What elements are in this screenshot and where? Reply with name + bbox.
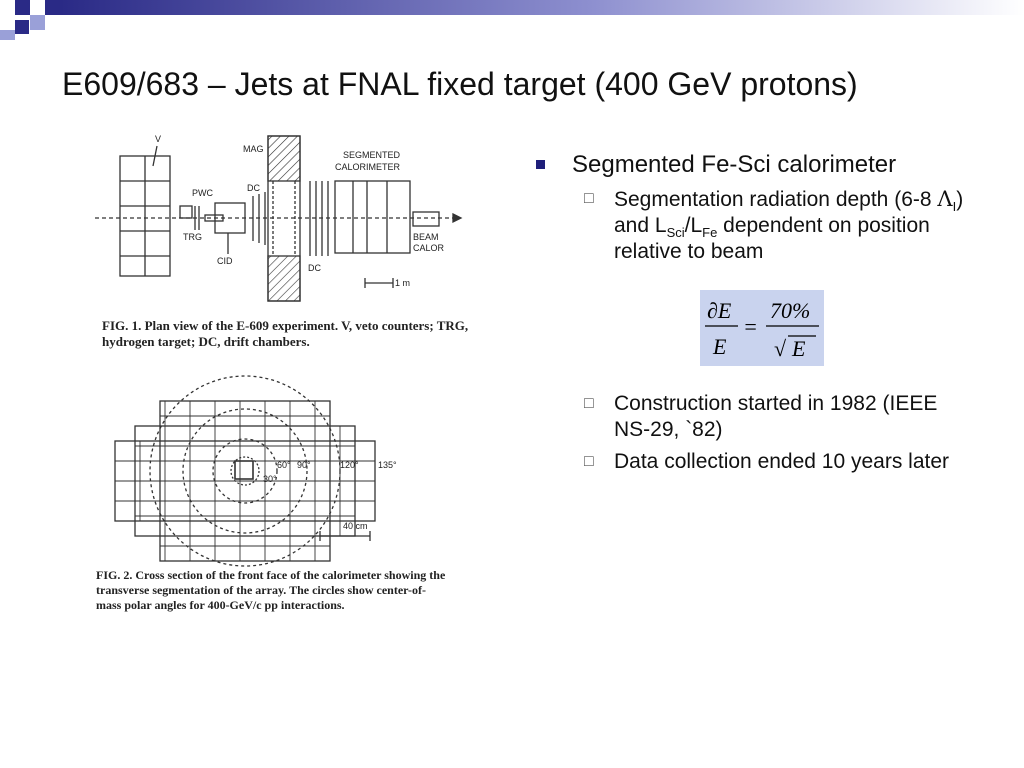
corner-square bbox=[15, 0, 30, 15]
fig1-label-segmented: SEGMENTED bbox=[343, 150, 401, 160]
corner-square bbox=[0, 30, 15, 40]
resolution-formula: ∂E E = 70% √ E bbox=[700, 290, 824, 366]
bullet-sub-text: Segmentation radiation depth (6-8 ΛI) an… bbox=[614, 187, 964, 263]
fig1-label-trg: TRG bbox=[183, 232, 202, 242]
fig2-scale-label: 40 cm bbox=[343, 521, 368, 531]
fig1-label-dc-right: DC bbox=[308, 263, 321, 273]
fig1-label-pwc: PWC bbox=[192, 188, 213, 198]
plan-view-drawing bbox=[95, 135, 463, 302]
fig2-angle-label: 30° bbox=[263, 474, 277, 484]
fig2-angle-label: 135° bbox=[378, 460, 397, 470]
fig1-label-scale: 1 m bbox=[395, 278, 410, 288]
formula-lhs-denominator: E bbox=[712, 334, 727, 359]
fig1-label-calor: CALOR bbox=[413, 243, 445, 253]
bullet-sub-text: Data collection ended 10 years later bbox=[614, 450, 950, 473]
figure1-caption: FIG. 1. Plan view of the E-609 experimen… bbox=[102, 318, 469, 349]
hollow-square-bullet-icon: □ bbox=[584, 190, 594, 207]
slide-title: E609/683 – Jets at FNAL fixed target (40… bbox=[62, 66, 858, 102]
formula-equals: = bbox=[743, 314, 758, 339]
corner-square bbox=[15, 20, 29, 34]
formula-rhs-numerator: 70% bbox=[770, 298, 810, 323]
fig1-label-dc-left: DC bbox=[247, 183, 260, 193]
fig2-angle-label: 120° bbox=[340, 460, 359, 470]
header-gradient-bar bbox=[60, 0, 1024, 15]
corner-square bbox=[30, 15, 45, 30]
bullet-list: Segmented Fe-Sci calorimeter □ Segmentat… bbox=[530, 150, 1000, 475]
bullet-main-text: Segmented Fe-Sci calorimeter bbox=[572, 151, 897, 178]
fig2-angle-label: 60° bbox=[277, 460, 291, 470]
formula-sqrt-icon: √ bbox=[774, 336, 787, 361]
bullet-sub-data-collection: □ Data collection ended 10 years later bbox=[584, 449, 1000, 475]
square-bullet-icon bbox=[536, 160, 545, 169]
formula-lhs-numerator: ∂E bbox=[707, 298, 732, 323]
corner-square bbox=[45, 0, 60, 15]
header-decoration bbox=[0, 0, 1024, 40]
fig1-label-mag: MAG bbox=[243, 144, 264, 154]
bullet-sub-construction: □ Construction started in 1982 (IEEE NS-… bbox=[584, 391, 1000, 443]
hollow-square-bullet-icon: □ bbox=[584, 395, 594, 412]
fig1-label-calorimeter: CALORIMETER bbox=[335, 162, 401, 172]
figure2-caption: FIG. 2. Cross section of the front face … bbox=[96, 568, 446, 612]
bullet-main: Segmented Fe-Sci calorimeter bbox=[530, 150, 1000, 180]
cross-section-drawing bbox=[114, 375, 376, 567]
detector-figures: V MAG SEGMENTED CALORIMETER PWC DC TRG C… bbox=[95, 134, 463, 567]
bullet-sub-text: Construction started in 1982 (IEEE NS-29… bbox=[614, 392, 938, 441]
fig1-label-beam: BEAM bbox=[413, 232, 439, 242]
fig1-label-veto: V bbox=[155, 134, 161, 144]
corner-square bbox=[0, 0, 15, 15]
formula-rhs-denominator: E bbox=[791, 336, 806, 361]
hollow-square-bullet-icon: □ bbox=[584, 453, 594, 470]
bullet-sub-segmentation: □ Segmentation radiation depth (6-8 ΛI) … bbox=[584, 186, 1000, 265]
fig1-label-cid: CID bbox=[217, 256, 233, 266]
fig2-angle-label: 90° bbox=[297, 460, 311, 470]
